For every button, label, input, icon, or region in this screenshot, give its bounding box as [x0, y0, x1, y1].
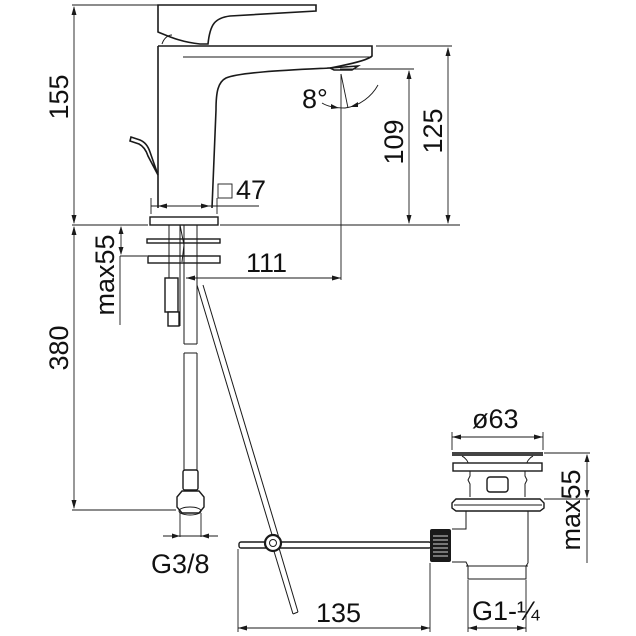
nut	[164, 277, 179, 313]
mounting-assembly	[146, 216, 221, 516]
waste-cap	[452, 452, 543, 456]
dimension-labels: 155 380 max55 125 109 8° 47 111 G3/8 135…	[44, 74, 586, 628]
label-spray-angle: 8°	[302, 84, 328, 114]
label-outlet-height: 109	[379, 119, 409, 164]
label-waste-diameter: ø63	[472, 404, 519, 434]
base-plate	[149, 216, 219, 226]
label-total-height: 155	[44, 74, 74, 119]
label-waste-max-height: max55	[556, 469, 586, 550]
label-base-square: 47	[236, 175, 266, 205]
spout-top	[158, 45, 373, 209]
nut-tail	[167, 311, 180, 327]
aerator	[327, 64, 361, 71]
popup-knob	[129, 135, 159, 176]
hose-nut-face	[178, 506, 202, 516]
lever-handle	[157, 4, 317, 45]
popup-rod	[196, 284, 451, 615]
rod-through	[179, 224, 185, 263]
lever-base-arc	[161, 34, 173, 45]
faucet-body	[129, 4, 373, 209]
hose-ferrule	[182, 469, 199, 491]
popup-waste	[451, 452, 545, 580]
square-symbol	[217, 183, 233, 199]
label-waste-thread: G1-¼	[472, 596, 540, 626]
label-spout-reach: 111	[246, 248, 287, 278]
waste-slot	[486, 476, 509, 493]
knurled-nut	[430, 529, 451, 562]
dimension-lines	[71, 4, 590, 632]
rod-clamp	[263, 533, 283, 553]
label-hose-length: 380	[44, 325, 74, 370]
label-spout-height: 125	[418, 108, 448, 153]
label-rod-length: 135	[316, 598, 361, 628]
label-hose-connection: G3/8	[151, 549, 210, 579]
label-max-deck: max55	[90, 234, 120, 315]
